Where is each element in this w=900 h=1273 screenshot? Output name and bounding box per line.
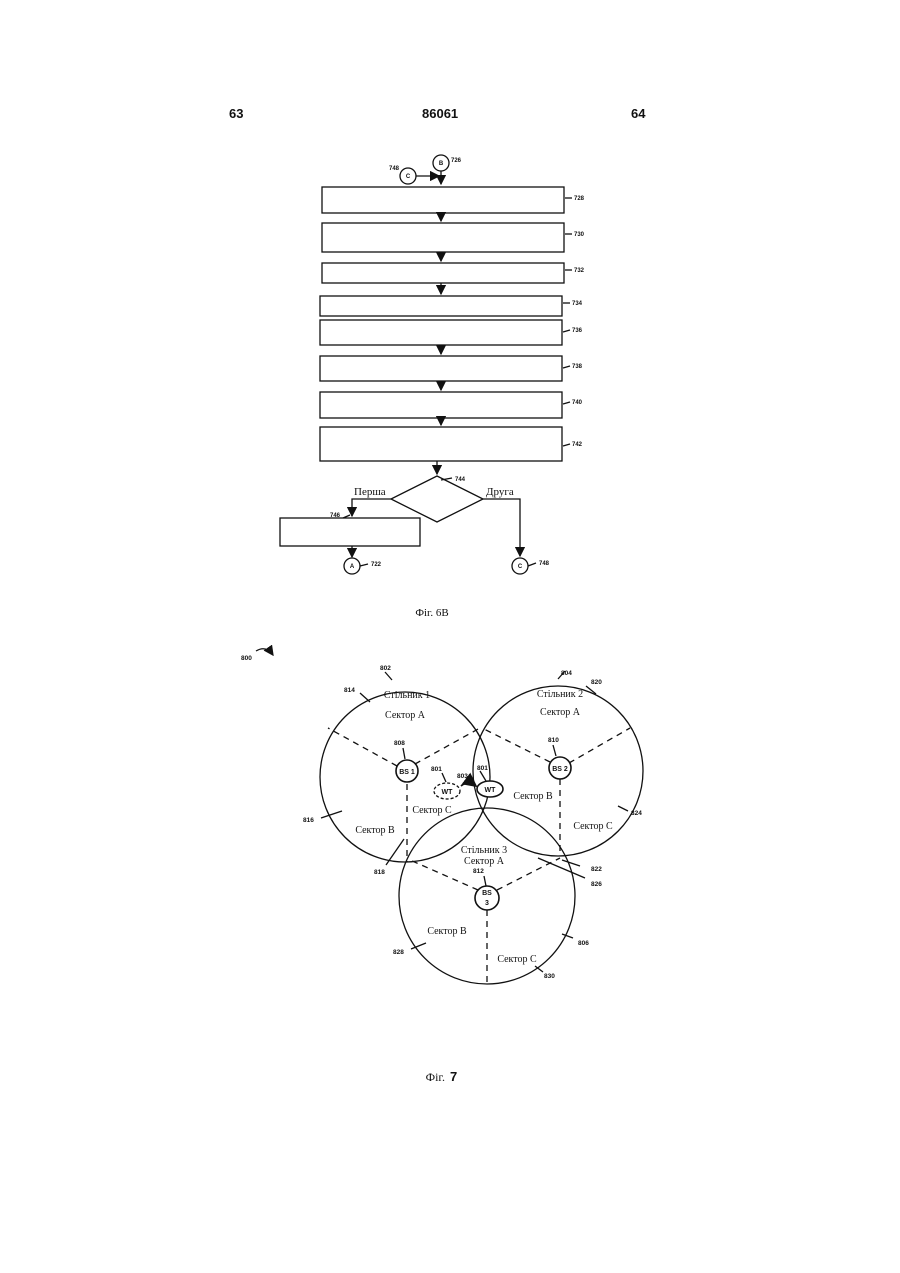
ref-822: 822 — [591, 866, 602, 873]
ref-722: 722 — [371, 562, 382, 568]
ref-812: 812 — [473, 868, 484, 875]
ref-806: 806 — [578, 940, 589, 947]
ref-818: 818 — [374, 869, 385, 876]
ref-800-arrow — [256, 649, 273, 655]
cell2-sector-b: Сектор B — [513, 791, 553, 802]
ref-744: 744 — [455, 477, 466, 483]
connector-c-bottom-label: C — [518, 564, 523, 570]
cell3-sector-a: Сектор A — [464, 856, 505, 867]
ref-808: 808 — [394, 740, 405, 747]
branch-first-label: Перша — [354, 486, 386, 498]
ref-748-top: 748 — [389, 166, 400, 172]
step-box-734 — [320, 296, 562, 316]
ref-726: 726 — [451, 158, 462, 164]
ref-746: 746 — [330, 513, 341, 519]
step-box-730 — [322, 223, 564, 252]
step-box-740 — [320, 392, 562, 418]
ref-810: 810 — [548, 737, 559, 744]
bs3-label-top: BS — [482, 890, 492, 897]
step-box-746 — [280, 518, 420, 546]
ref-730: 730 — [574, 232, 585, 238]
cell3-sector-c: Сектор C — [497, 954, 537, 965]
branch-second-label: Друга — [486, 486, 514, 498]
cell3-name: Стільник 3 — [461, 845, 507, 856]
ref-828: 828 — [393, 949, 404, 956]
ref-801-new: 801 — [477, 765, 488, 772]
fig7-text-labels: Стільник 1 Сектор A Сектор B Сектор C Ст… — [355, 689, 613, 965]
ref-734: 734 — [572, 301, 583, 307]
ref-742: 742 — [572, 442, 583, 448]
cell3-sector-b: Сектор B — [427, 926, 467, 937]
step-box-738 — [320, 356, 562, 381]
ref-830: 830 — [544, 973, 555, 980]
wt-new-label: WT — [485, 787, 497, 794]
ref-800: 800 — [241, 655, 252, 662]
bs3-label-bottom: 3 — [485, 900, 489, 907]
cell2-name: Стільник 2 — [537, 689, 583, 700]
step-box-732 — [322, 263, 564, 283]
caption-fig7: Фіг. 7 — [426, 1069, 458, 1084]
connector-a-label: A — [350, 564, 355, 570]
cell1-sector-b: Сектор B — [355, 825, 395, 836]
cell1-sector-a: Сектор A — [385, 710, 426, 721]
connector-c-top-label: C — [406, 174, 411, 180]
ref-738: 738 — [572, 364, 583, 370]
ref-736: 736 — [572, 328, 583, 334]
ref-826: 826 — [591, 881, 602, 888]
ref-802: 802 — [380, 665, 391, 672]
decision-diamond — [391, 476, 483, 522]
step-box-742 — [320, 427, 562, 461]
connector-b-label: B — [439, 161, 444, 167]
caption-fig6b: Фіг. 6B — [415, 607, 448, 619]
ref-814: 814 — [344, 687, 355, 694]
step-box-736 — [320, 320, 562, 345]
step-box-728 — [322, 187, 564, 213]
ref-732: 732 — [574, 268, 585, 274]
cell2-sector-c: Сектор C — [573, 821, 613, 832]
cell2-sector-a: Сектор A — [540, 707, 581, 718]
ref-803: 803 — [457, 773, 468, 780]
cell1-name: Стільник 1 — [384, 690, 430, 701]
ref-801-old: 801 — [431, 766, 442, 773]
flowchart-fig6b — [280, 155, 572, 574]
wt-old-label: WT — [442, 789, 454, 796]
bs2-label: BS 2 — [552, 766, 568, 773]
ref-740: 740 — [572, 400, 583, 406]
caption-fig7-prefix: Фіг. — [426, 1070, 445, 1084]
bs1-label: BS 1 — [399, 769, 415, 776]
ref-748-bottom: 748 — [539, 561, 550, 567]
ref-816: 816 — [303, 817, 314, 824]
ref-728: 728 — [574, 196, 585, 202]
cell1-sector-c: Сектор C — [412, 805, 452, 816]
caption-fig7-number: 7 — [450, 1069, 457, 1084]
ref-824: 824 — [631, 810, 642, 817]
ref-820: 820 — [591, 679, 602, 686]
ref-804: 804 — [561, 670, 572, 677]
